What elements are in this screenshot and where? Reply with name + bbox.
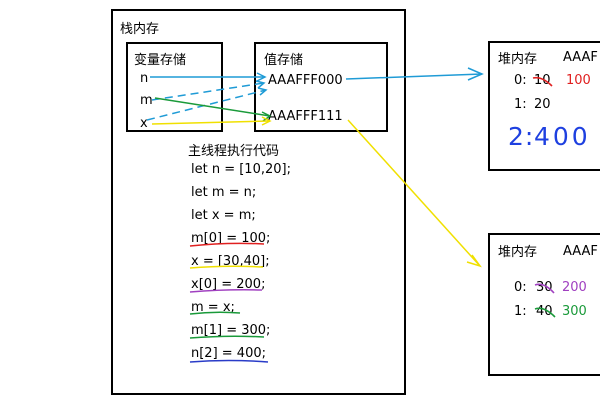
arrow-m-to-value1: [151, 82, 265, 101]
heap1-row1-key: 1:: [514, 97, 527, 112]
value-storage-box: [254, 42, 388, 132]
code-title: 主线程执行代码: [188, 144, 280, 159]
arrowhead-heap2: [466, 254, 482, 268]
heap2-row0-key: 0:: [514, 280, 527, 295]
arrow-value1-to-heap1: [345, 73, 483, 80]
arrow-x-to-value2: [151, 120, 271, 125]
code-line-1: let n = [10,20];: [191, 162, 291, 177]
code-line-9: n[2] = 400;: [191, 346, 267, 361]
code-line-6: x[0] = 200;: [191, 277, 266, 292]
arrowhead-n: [256, 72, 267, 82]
code-line-5: x = [30,40];: [191, 254, 270, 269]
code-line-4: m[0] = 100;: [191, 231, 271, 246]
code-line-3: let x = m;: [191, 208, 256, 223]
code-line-2: let m = n;: [191, 185, 257, 200]
heap2-row0-new: 200: [562, 280, 587, 295]
arrow-x-to-value1: [146, 89, 267, 121]
heap2-address: AAAF: [563, 244, 598, 259]
arrowhead-heap1: [467, 67, 484, 81]
arrowhead-x-dashed: [257, 87, 268, 96]
variable-storage-box: [126, 42, 223, 132]
var-n-label: n: [140, 71, 149, 86]
heap1-row2-old: 400: [534, 122, 591, 151]
strike-heap2-40: [534, 307, 556, 318]
heap1-row0-new: 100: [566, 73, 591, 88]
arrow-value2-to-heap2: [347, 119, 481, 267]
heap-memory-box-1: [488, 41, 600, 171]
heap1-address: AAAF: [563, 50, 598, 65]
code-line-7: m = x;: [191, 300, 235, 315]
variable-storage-title: 变量存储: [134, 53, 187, 68]
heap-memory-box-2: [488, 233, 600, 376]
arrow-m-to-value2: [154, 97, 271, 117]
heap1-title: 堆内存: [498, 52, 538, 67]
code-line-8: m[1] = 300;: [191, 323, 271, 338]
arrowhead-x-yellow: [261, 116, 272, 126]
underline-code-line-6: [189, 289, 263, 293]
arrowhead-m-dashed: [255, 80, 266, 89]
stack-memory-title: 栈内存: [120, 22, 160, 37]
stack-memory-box: [111, 9, 406, 395]
strike-heap2-30: [534, 283, 555, 294]
value-storage-title: 值存储: [264, 53, 304, 68]
heap2-title: 堆内存: [498, 245, 538, 260]
underline-code-line-5: [189, 265, 264, 269]
strike-heap1-10: [532, 76, 553, 87]
underline-code-line-8: [189, 335, 265, 339]
var-m-label: m: [140, 93, 153, 108]
heap1-row0-key: 0:: [514, 73, 527, 88]
underline-code-line-4: [189, 242, 265, 247]
heap2-row1-new: 300: [562, 304, 587, 319]
value-address-1: AAAFFF000: [268, 73, 343, 88]
heap1-row2-key: 2:: [508, 122, 535, 151]
underline-code-line-9: [189, 359, 269, 363]
heap1-row1-old: 20: [534, 97, 551, 112]
heap2-row1-key: 1:: [514, 304, 527, 319]
value-address-2: AAAFFF111: [268, 109, 343, 124]
underline-code-line-7: [189, 311, 241, 315]
var-x-label: x: [140, 116, 148, 131]
